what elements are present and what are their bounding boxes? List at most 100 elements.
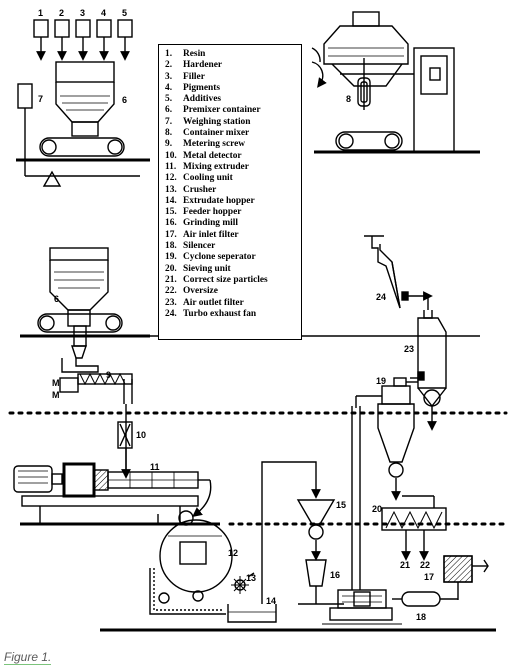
legend-item-number: 3. <box>165 71 173 82</box>
legend-item: 9. Metering screw <box>165 139 301 150</box>
legend-item-text: Turbo exhaust fan <box>183 308 257 319</box>
legend-item-text: Weighing station <box>183 116 251 127</box>
legend-item-text: Hardener <box>183 60 223 71</box>
legend-item-number: 22. <box>165 286 177 297</box>
legend-item: 15. Feeder hopper <box>165 207 301 218</box>
legend-item-number: 17. <box>165 229 177 240</box>
legend-item-number: 14. <box>165 195 177 206</box>
legend-item-text: Premixer container <box>183 105 261 116</box>
legend-item: 17.Air inlet filter <box>165 230 301 241</box>
label-19: 19 <box>376 376 386 386</box>
label-motor-2: M <box>52 390 60 400</box>
legend-item: 3. Filler <box>165 72 301 83</box>
legend-item: 23.Air outlet filter <box>165 298 301 309</box>
legend-item-number: 15. <box>165 207 177 218</box>
legend-item-text: Cooling unit <box>183 173 233 184</box>
legend-item-number: 9. <box>165 139 173 150</box>
legend-item-text: Crusher <box>183 184 217 195</box>
legend-item: 16.Grinding mill <box>165 218 301 229</box>
sieving-unit <box>381 495 447 561</box>
label-7: 7 <box>38 94 43 104</box>
legend-item: 1. Resin <box>165 49 301 60</box>
air-outlet-filter <box>410 296 447 431</box>
legend-item-number: 7. <box>165 116 173 127</box>
legend-item: 13. Crusher <box>165 185 301 196</box>
legend-item-number: 23. <box>165 297 177 308</box>
legend-item: 21.Correct size particles <box>165 275 301 286</box>
label-21: 21 <box>400 560 410 570</box>
crusher <box>231 572 255 594</box>
cooling-unit <box>149 510 233 615</box>
legend-item: 14. Extrudate hopper <box>165 196 301 207</box>
legend-item-text: Pigments <box>183 82 220 93</box>
label-6-top: 6 <box>122 95 127 105</box>
legend-item-text: Oversize <box>183 286 218 297</box>
silencer <box>392 591 458 607</box>
legend-item: 2. Hardener <box>165 60 301 71</box>
legend-item: 18. Silencer <box>165 241 301 252</box>
legend-item-number: 1. <box>165 49 173 59</box>
legend-item-number: 24. <box>165 308 177 319</box>
container-mixer <box>311 11 480 154</box>
figure-caption: Figure 1. <box>4 650 52 665</box>
legend-item-text: Metering screw <box>183 139 246 150</box>
extrudate-hopper <box>227 461 317 623</box>
label-18: 18 <box>416 612 426 622</box>
cyclone-separator <box>356 377 418 501</box>
legend-item: 8.Container mixer <box>165 128 301 139</box>
label-17: 17 <box>424 572 434 582</box>
legend-item-number: 13. <box>165 184 177 195</box>
grinding-mill <box>298 396 402 625</box>
legend-item-number: 2. <box>165 60 173 71</box>
legend-item-text: Metal detector <box>183 150 242 161</box>
legend-item: 6.Premixer container <box>165 105 301 116</box>
premixer-container-mid <box>20 247 150 347</box>
label-12: 12 <box>228 548 238 558</box>
legend-item: 19.Cyclone seperator <box>165 252 301 263</box>
legend-item-number: 5. <box>165 94 173 105</box>
legend-item-number: 18. <box>165 241 177 252</box>
label-11: 11 <box>150 462 160 472</box>
legend-item: 24. Turbo exhaust fan <box>165 309 301 320</box>
legend-item: 5.Additives <box>165 94 301 105</box>
legend-item: 11. Mixing extruder <box>165 162 301 173</box>
label-8: 8 <box>346 94 351 104</box>
turbo-exhaust-fan <box>364 235 433 309</box>
legend-item-number: 20. <box>165 263 177 274</box>
legend-item-number: 11. <box>165 161 177 172</box>
legend-item-text: Extrudate hopper <box>183 195 255 206</box>
legend-item-text: Feeder hopper <box>183 207 242 218</box>
label-14: 14 <box>266 596 276 606</box>
label-20: 20 <box>372 504 382 514</box>
legend-item-text: Resin <box>183 49 206 59</box>
legend-item-number: 21. <box>165 274 177 285</box>
label-3: 3 <box>80 8 85 18</box>
feeder-hopper <box>296 486 336 561</box>
label-24: 24 <box>376 292 386 302</box>
label-13: 13 <box>246 573 256 583</box>
label-16: 16 <box>330 570 340 580</box>
raw-material-feeds <box>33 19 133 61</box>
metering-screw <box>59 345 133 404</box>
legend-item: 4. Pigments <box>165 83 301 94</box>
legend-item-number: 8. <box>165 128 173 139</box>
legend-item-text: Filler <box>183 71 205 82</box>
legend-item-text: Mixing extruder <box>183 161 249 172</box>
legend-item: 10. Metal detector <box>165 151 301 162</box>
legend-item-text: Silencer <box>183 241 216 252</box>
label-2: 2 <box>59 8 64 18</box>
legend-item-number: 19. <box>165 252 177 263</box>
metal-detector <box>117 404 133 479</box>
label-4: 4 <box>101 8 106 18</box>
legend-item: 20. Sieving unit <box>165 264 301 275</box>
legend-item-number: 4. <box>165 82 173 93</box>
label-1: 1 <box>38 8 43 18</box>
label-10: 10 <box>136 430 146 440</box>
component-labels: 1 2 3 4 5 6 7 8 6 9 M M 10 11 12 13 14 1… <box>38 8 434 622</box>
legend-item: 7. Weighing station <box>165 117 301 128</box>
label-9: 9 <box>106 370 111 380</box>
legend-item-number: 10. <box>165 150 177 161</box>
legend-item-text: Sieving unit <box>183 263 231 274</box>
